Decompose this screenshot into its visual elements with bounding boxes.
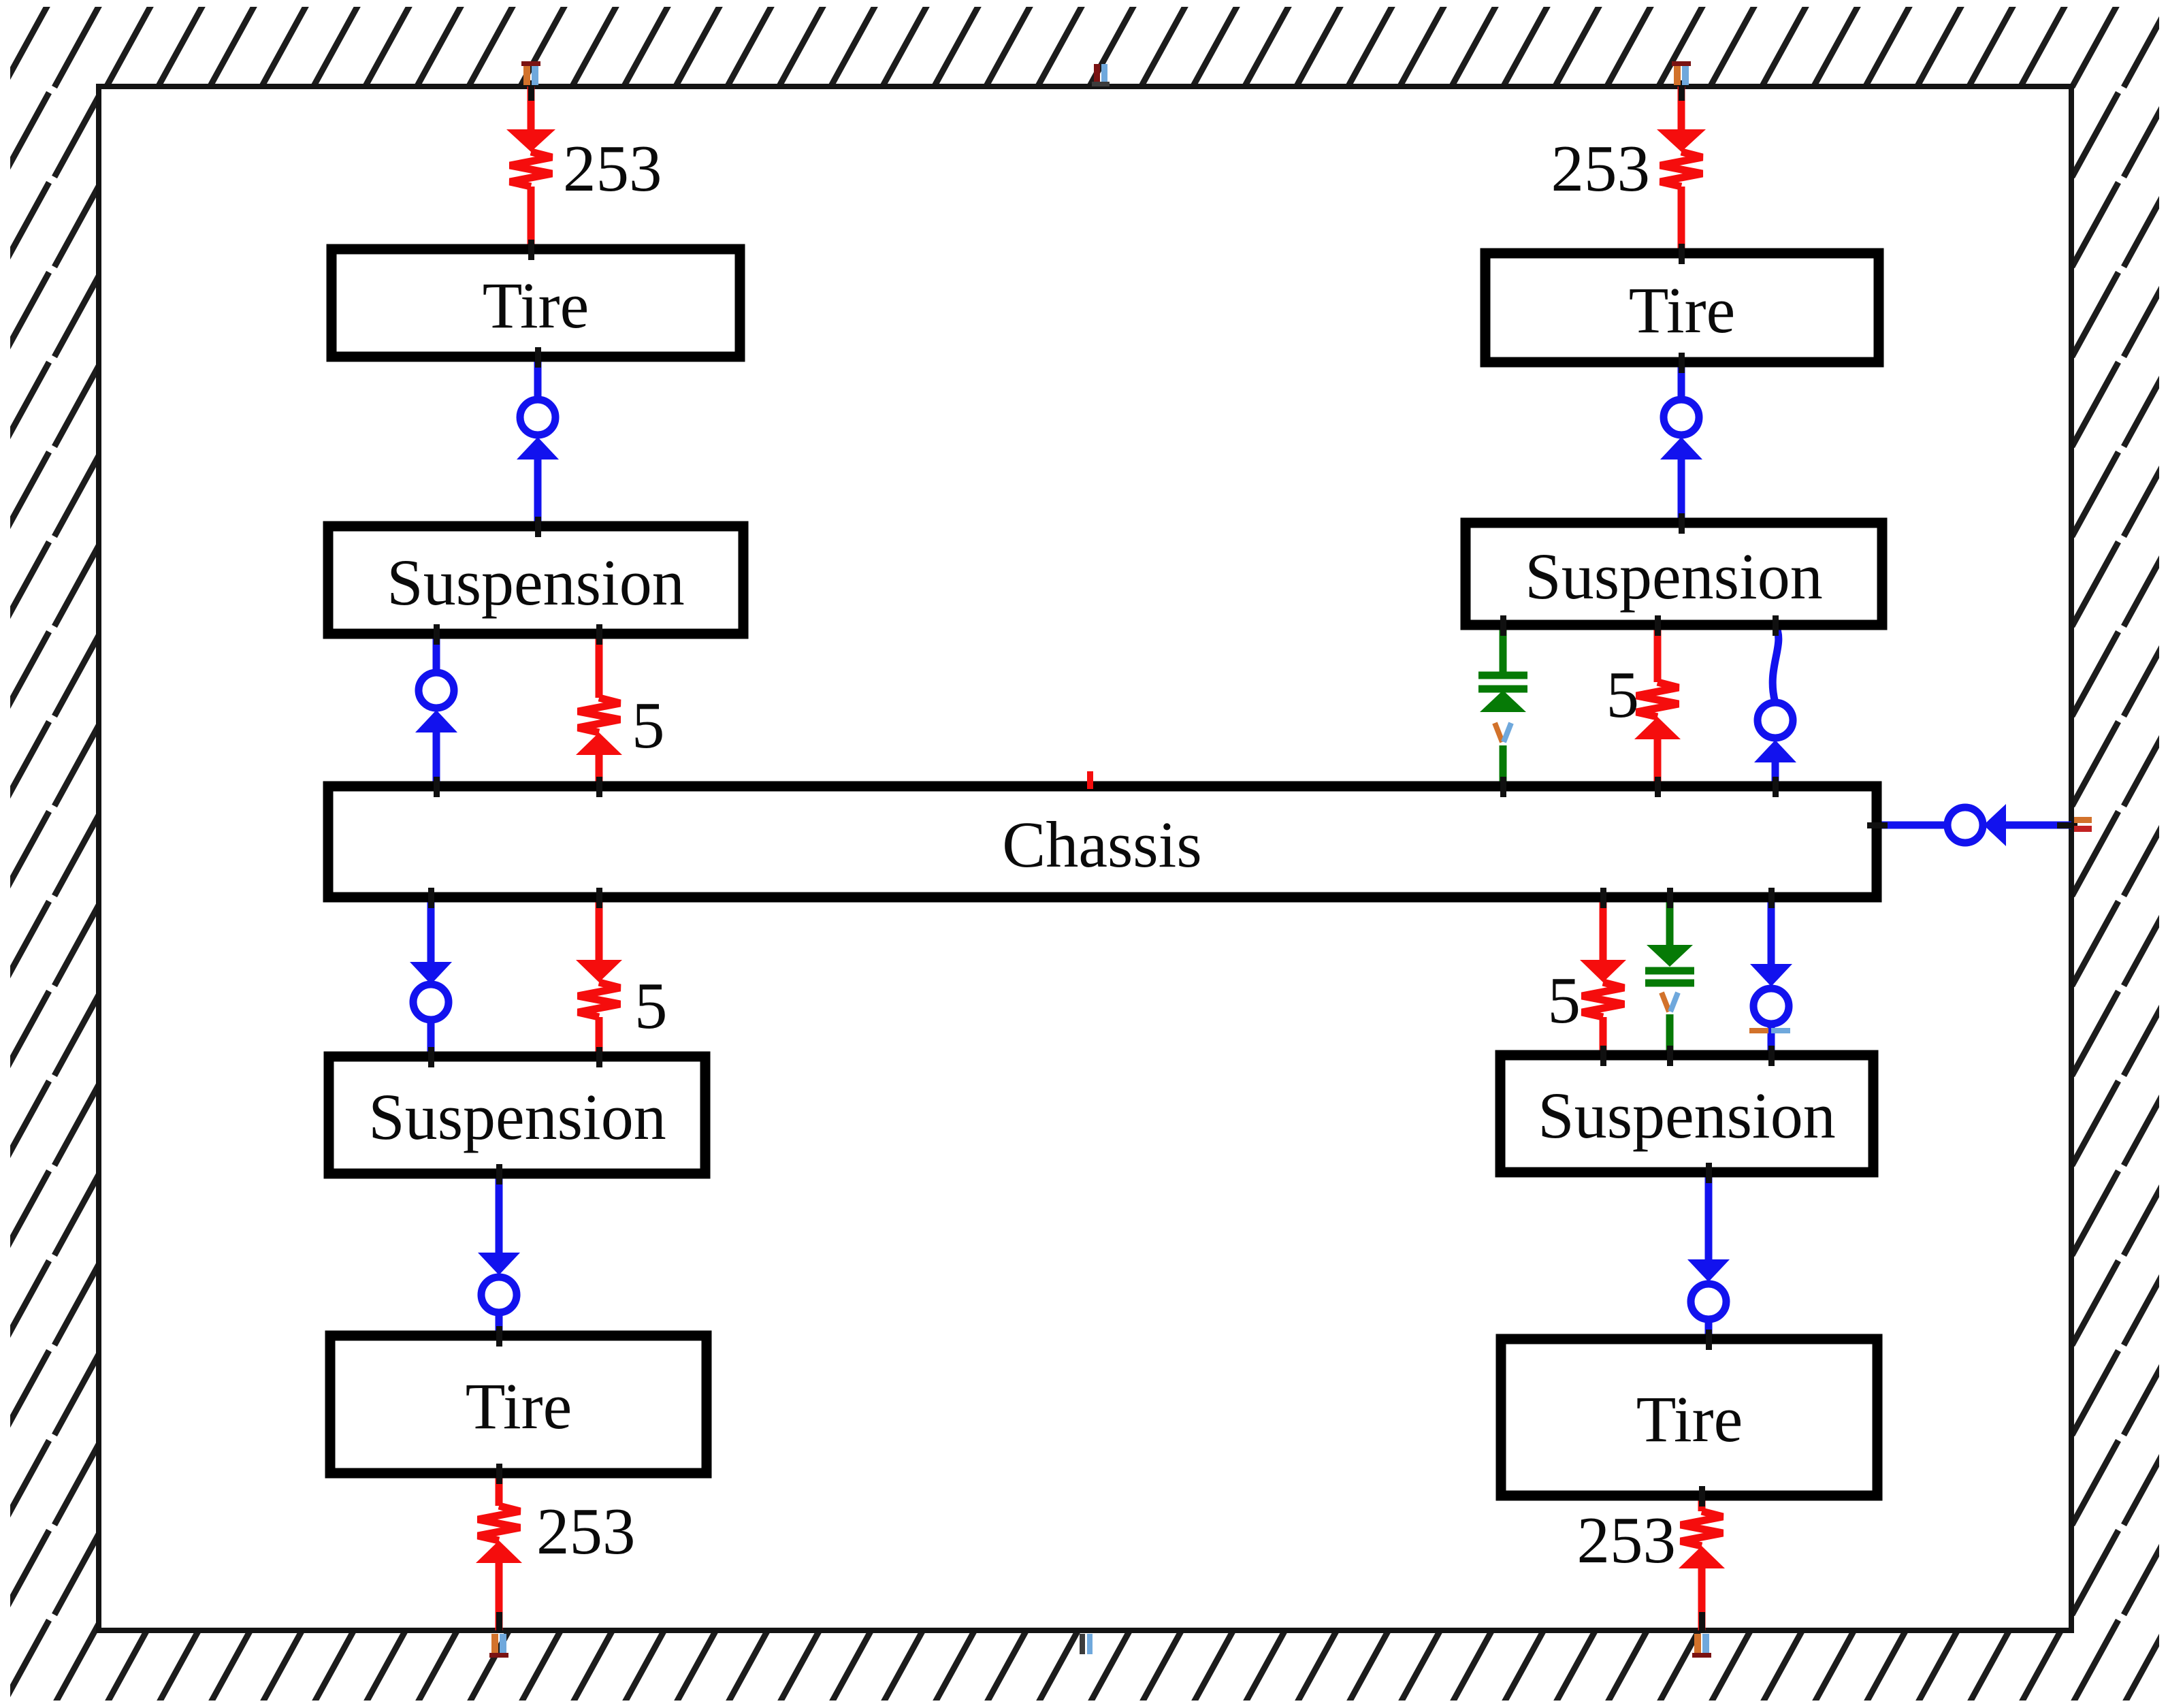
source-arrow-icon: [1984, 804, 2006, 846]
block-label: Tire: [483, 269, 589, 342]
block-suspension-bottom-right[interactable]: Suspension: [1495, 1050, 1879, 1178]
source-circle-icon: [1943, 803, 1987, 847]
spring-value-top-right: 253: [1551, 132, 1651, 205]
connector-bottom-left-chassis-suspension[interactable]: [409, 897, 453, 1057]
block-tire-bottom-right[interactable]: Tire: [1495, 1334, 1883, 1501]
anchor-mark-icon: [521, 61, 540, 85]
source-arrow-icon: [1660, 437, 1702, 460]
spring-arrow-icon: [576, 732, 622, 755]
anchor-mark-icon: [1501, 722, 1514, 743]
source-arrow-icon: [478, 1253, 520, 1275]
spring-coil-icon: [577, 978, 621, 1021]
block-tire-top-left[interactable]: Tire: [326, 244, 745, 362]
spring-coil-icon: [476, 1502, 521, 1545]
block-label: Suspension: [368, 1080, 666, 1153]
spring-coil-icon: [1635, 678, 1680, 721]
spring-arrow-icon: [1657, 129, 1706, 152]
spring-arrow-icon: [1679, 1546, 1725, 1568]
anchor-mark-icon: [1668, 991, 1681, 1013]
spring-arrow-icon: [476, 1541, 522, 1563]
ground-border: [96, 84, 2074, 1633]
source-arrow-icon: [1754, 740, 1796, 762]
spring-value-bottom-right: 253: [1577, 1504, 1677, 1577]
anchor-mark-icon: [2074, 817, 2092, 832]
damper-top-right-suspension-chassis[interactable]: [1478, 625, 1527, 786]
block-suspension-bottom-left[interactable]: Suspension: [323, 1051, 711, 1179]
spring-coil-icon: [508, 148, 553, 191]
chassis-anchor-tick-icon: [1087, 771, 1093, 789]
spring-value-rear-left: 5: [634, 969, 668, 1042]
damper-bottom-right-chassis-suspension[interactable]: [1645, 897, 1694, 1055]
spring-value-front-right: 5: [1606, 658, 1640, 731]
connection-nubs: [428, 80, 2077, 1632]
spring-coil-icon: [1659, 148, 1704, 191]
connector-top-right-tire-suspension[interactable]: [1660, 362, 1703, 523]
spring-arrow-icon: [576, 960, 622, 982]
spring-arrow-icon: [1580, 960, 1626, 982]
source-circle-icon: [409, 980, 453, 1024]
connector-bottom-right-chassis-suspension[interactable]: [1749, 897, 1793, 1055]
spring-value-bottom-left: 253: [536, 1495, 636, 1568]
source-circle-icon: [1687, 1280, 1730, 1323]
spring-bottom-right-suspension[interactable]: [1580, 897, 1626, 1055]
spring-value-top-left: 253: [563, 132, 662, 205]
spring-top-left-tire[interactable]: [506, 86, 555, 249]
connector-chassis-right-wall[interactable]: [1877, 803, 2071, 847]
source-arrow-icon: [410, 962, 452, 984]
block-label: Suspension: [387, 546, 684, 619]
block-tire-bottom-left[interactable]: Tire: [325, 1330, 712, 1479]
spring-bottom-right-tire[interactable]: [1679, 1496, 1725, 1630]
anchor-mark-icon: [1092, 64, 1110, 86]
anchor-mark-icon: [1672, 61, 1691, 85]
damper-arrow-icon: [1647, 945, 1693, 967]
source-arrow-icon: [415, 710, 457, 732]
spring-bottom-left-suspension[interactable]: [576, 897, 622, 1057]
source-arrow-icon: [1687, 1259, 1730, 1282]
anchor-mark-icon: [1749, 1028, 1790, 1033]
connector-bottom-right-suspension-tire[interactable]: [1687, 1172, 1730, 1339]
block-chassis[interactable]: Chassis: [323, 781, 1882, 903]
spring-value-front-left: 5: [632, 689, 665, 762]
block-tire-top-right[interactable]: Tire: [1480, 248, 1884, 368]
spring-arrow-icon: [1634, 717, 1681, 739]
source-arrow-icon: [1750, 964, 1792, 986]
block-label: Suspension: [1538, 1079, 1835, 1152]
block-label: Suspension: [1525, 540, 1822, 613]
spring-arrow-icon: [506, 129, 555, 152]
damper-arrow-icon: [1480, 690, 1526, 712]
spring-top-left-suspension[interactable]: [576, 634, 622, 786]
connector-top-right-suspension-chassis[interactable]: [1753, 623, 1797, 786]
block-label: Tire: [1636, 1383, 1743, 1455]
block-label: Tire: [1629, 274, 1736, 347]
spring-value-rear-right: 5: [1548, 964, 1581, 1037]
source-circle-icon: [1749, 984, 1793, 1028]
source-circle-icon: [1753, 698, 1797, 742]
spring-coil-icon: [1581, 978, 1625, 1021]
spring-top-right-suspension[interactable]: [1634, 625, 1681, 786]
block-suspension-top-right[interactable]: Suspension: [1460, 517, 1888, 630]
spring-coil-icon: [577, 694, 621, 737]
connector-bottom-left-suspension-tire[interactable]: [477, 1174, 521, 1336]
ground-frame: [10, 7, 2159, 1701]
spring-bottom-left-tire[interactable]: [476, 1473, 522, 1630]
source-circle-icon: [516, 396, 560, 439]
anchor-mark-icon: [1080, 1634, 1093, 1654]
spring-top-right-tire[interactable]: [1657, 86, 1706, 253]
anchor-mark-icon: [489, 1634, 508, 1658]
connector-top-left-tire-suspension[interactable]: [516, 357, 560, 526]
source-circle-icon: [477, 1273, 521, 1317]
block-suspension-top-left[interactable]: Suspension: [323, 521, 749, 639]
source-arrow-icon: [517, 437, 559, 460]
block-label: Tire: [466, 1370, 572, 1443]
source-circle-icon: [415, 668, 458, 712]
connector-top-left-suspension-chassis[interactable]: [415, 634, 458, 786]
spring-coil-icon: [1679, 1507, 1724, 1550]
block-label: Chassis: [1002, 808, 1201, 881]
source-circle-icon: [1660, 396, 1703, 439]
anchor-mark-icon: [1659, 991, 1672, 1013]
anchor-mark-icon: [1692, 1634, 1711, 1658]
anchor-marks: [489, 61, 2092, 1658]
anchor-mark-icon: [1492, 722, 1505, 743]
